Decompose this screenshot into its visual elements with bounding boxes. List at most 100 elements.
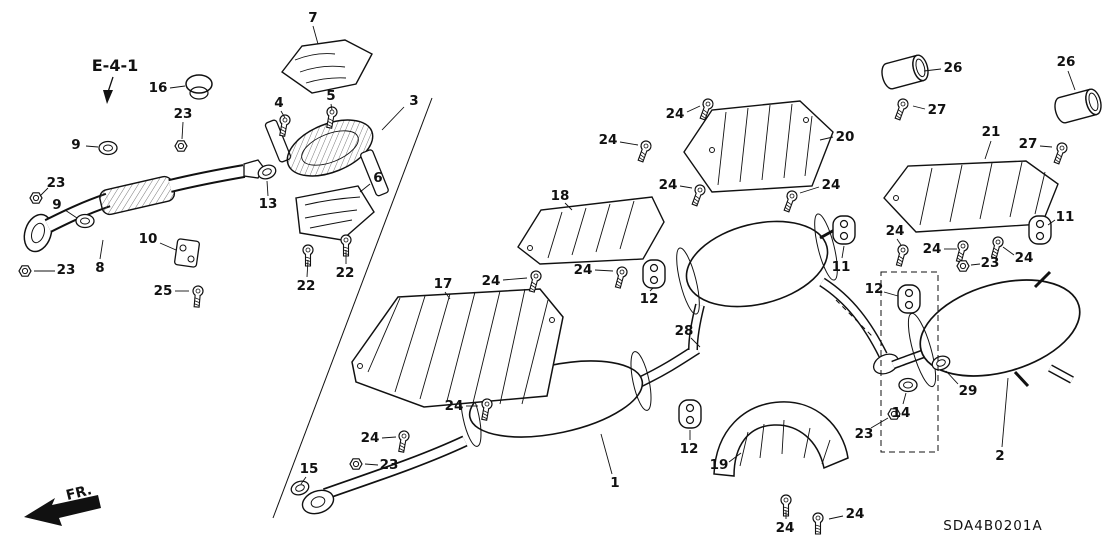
part-callout-9: 9 bbox=[52, 197, 61, 213]
leader-line bbox=[330, 103, 333, 111]
nut-part-23 bbox=[349, 458, 363, 470]
heat-shield-part-7 bbox=[280, 39, 373, 94]
part-callout-29: 29 bbox=[959, 383, 978, 399]
bolt-part-24 bbox=[689, 182, 708, 208]
leader-line bbox=[444, 291, 451, 300]
nut-part-23 bbox=[174, 140, 188, 152]
hanger-part-12 bbox=[897, 284, 921, 314]
leader-lines bbox=[34, 25, 1076, 520]
leader-line bbox=[923, 68, 942, 72]
part-callout-6: 6 bbox=[373, 170, 382, 186]
diagram-code: SDA4B0201A bbox=[943, 518, 1042, 534]
part-callout-24: 24 bbox=[659, 177, 678, 193]
part-callout-23: 23 bbox=[855, 426, 874, 442]
leader-line bbox=[828, 515, 844, 520]
hanger-part-11 bbox=[832, 215, 856, 245]
nut-part-23 bbox=[18, 265, 32, 277]
part-callout-14: 14 bbox=[892, 405, 911, 421]
bolt-part-24 bbox=[395, 429, 411, 454]
leader-line bbox=[902, 392, 907, 405]
part-callout-24: 24 bbox=[1015, 250, 1034, 266]
leader-line bbox=[564, 202, 573, 211]
part-callout-23: 23 bbox=[57, 262, 76, 278]
part-callout-20: 20 bbox=[836, 129, 855, 145]
leader-line bbox=[819, 136, 834, 141]
leader-line bbox=[896, 238, 902, 246]
gasket-part-14 bbox=[898, 377, 918, 393]
fr-arrow-icon bbox=[24, 495, 101, 526]
part-callout-24: 24 bbox=[822, 177, 841, 193]
construction-lines bbox=[103, 76, 433, 519]
part-callout-3: 3 bbox=[409, 93, 418, 109]
part-callout-17: 17 bbox=[434, 276, 453, 292]
leader-line bbox=[728, 452, 742, 463]
bolt-part-27 bbox=[892, 96, 911, 122]
bolt-part-24 bbox=[635, 138, 654, 164]
part-callout-22: 22 bbox=[336, 265, 355, 281]
leader-line bbox=[1067, 70, 1076, 91]
leader-line bbox=[359, 183, 371, 193]
part-callout-21: 21 bbox=[982, 124, 1001, 140]
leader-line bbox=[300, 476, 307, 485]
part-callout-26: 26 bbox=[944, 60, 963, 76]
bolt-part-24 bbox=[812, 512, 824, 535]
heat-shield-part-18 bbox=[517, 196, 665, 265]
part-callout-12: 12 bbox=[640, 291, 659, 307]
leader-line bbox=[799, 186, 820, 194]
part-callout-19: 19 bbox=[710, 457, 729, 473]
center-muffler-part-28 bbox=[676, 213, 900, 375]
hanger-part-11 bbox=[1028, 215, 1052, 245]
part-callout-24: 24 bbox=[923, 241, 942, 257]
part-callout-8: 8 bbox=[95, 260, 104, 276]
rear-muffler-part-2 bbox=[891, 270, 1081, 388]
leader-line bbox=[690, 337, 701, 348]
cap-part-26 bbox=[1051, 86, 1105, 126]
leader-line bbox=[883, 291, 899, 297]
part-callout-24: 24 bbox=[886, 223, 905, 239]
bolt-part-25 bbox=[191, 284, 205, 308]
leader-line bbox=[381, 106, 405, 131]
part-callout-24: 24 bbox=[445, 398, 464, 414]
leader-line bbox=[984, 140, 992, 160]
part-callout-4: 4 bbox=[274, 95, 283, 111]
part-callout-16: 16 bbox=[149, 80, 168, 96]
leader-line bbox=[970, 263, 981, 266]
washer-part-9 bbox=[75, 213, 95, 229]
part-callout-9: 9 bbox=[71, 137, 80, 153]
construction-lines-top bbox=[835, 271, 939, 453]
part-callout-12: 12 bbox=[865, 281, 884, 297]
leader-line bbox=[39, 187, 49, 197]
leader-line bbox=[1047, 219, 1056, 226]
part-callout-23: 23 bbox=[981, 255, 1000, 271]
bolt-part-24 bbox=[612, 265, 629, 290]
part-callout-7: 7 bbox=[308, 10, 317, 26]
part-callout-28: 28 bbox=[675, 323, 694, 339]
leader-line bbox=[594, 269, 614, 272]
leader-line bbox=[686, 105, 701, 113]
leader-line bbox=[306, 259, 309, 278]
leader-line bbox=[841, 245, 845, 259]
part-callout-13: 13 bbox=[259, 196, 278, 212]
muffler-cover-part-19 bbox=[713, 401, 849, 477]
leader-line bbox=[364, 463, 379, 466]
bolt-part-24 bbox=[781, 188, 800, 214]
part-callout-5: 5 bbox=[326, 88, 335, 104]
ref-arrow-icon bbox=[103, 90, 113, 104]
leader-line bbox=[945, 370, 959, 385]
bolt-part-27 bbox=[1051, 140, 1070, 166]
leader-line bbox=[912, 105, 926, 110]
ref-label: E-4-1 bbox=[92, 56, 138, 75]
fr-label: FR. bbox=[65, 482, 94, 504]
part-callout-24: 24 bbox=[361, 430, 380, 446]
part-callout-24: 24 bbox=[846, 506, 865, 522]
leader-line bbox=[280, 110, 286, 119]
leader-line bbox=[85, 145, 99, 148]
bracket-part-10 bbox=[174, 238, 200, 268]
leader-line bbox=[1001, 377, 1009, 448]
part-callout-10: 10 bbox=[139, 231, 158, 247]
leader-line bbox=[600, 433, 613, 475]
leader-line bbox=[1002, 246, 1015, 256]
part-callout-27: 27 bbox=[928, 102, 947, 118]
